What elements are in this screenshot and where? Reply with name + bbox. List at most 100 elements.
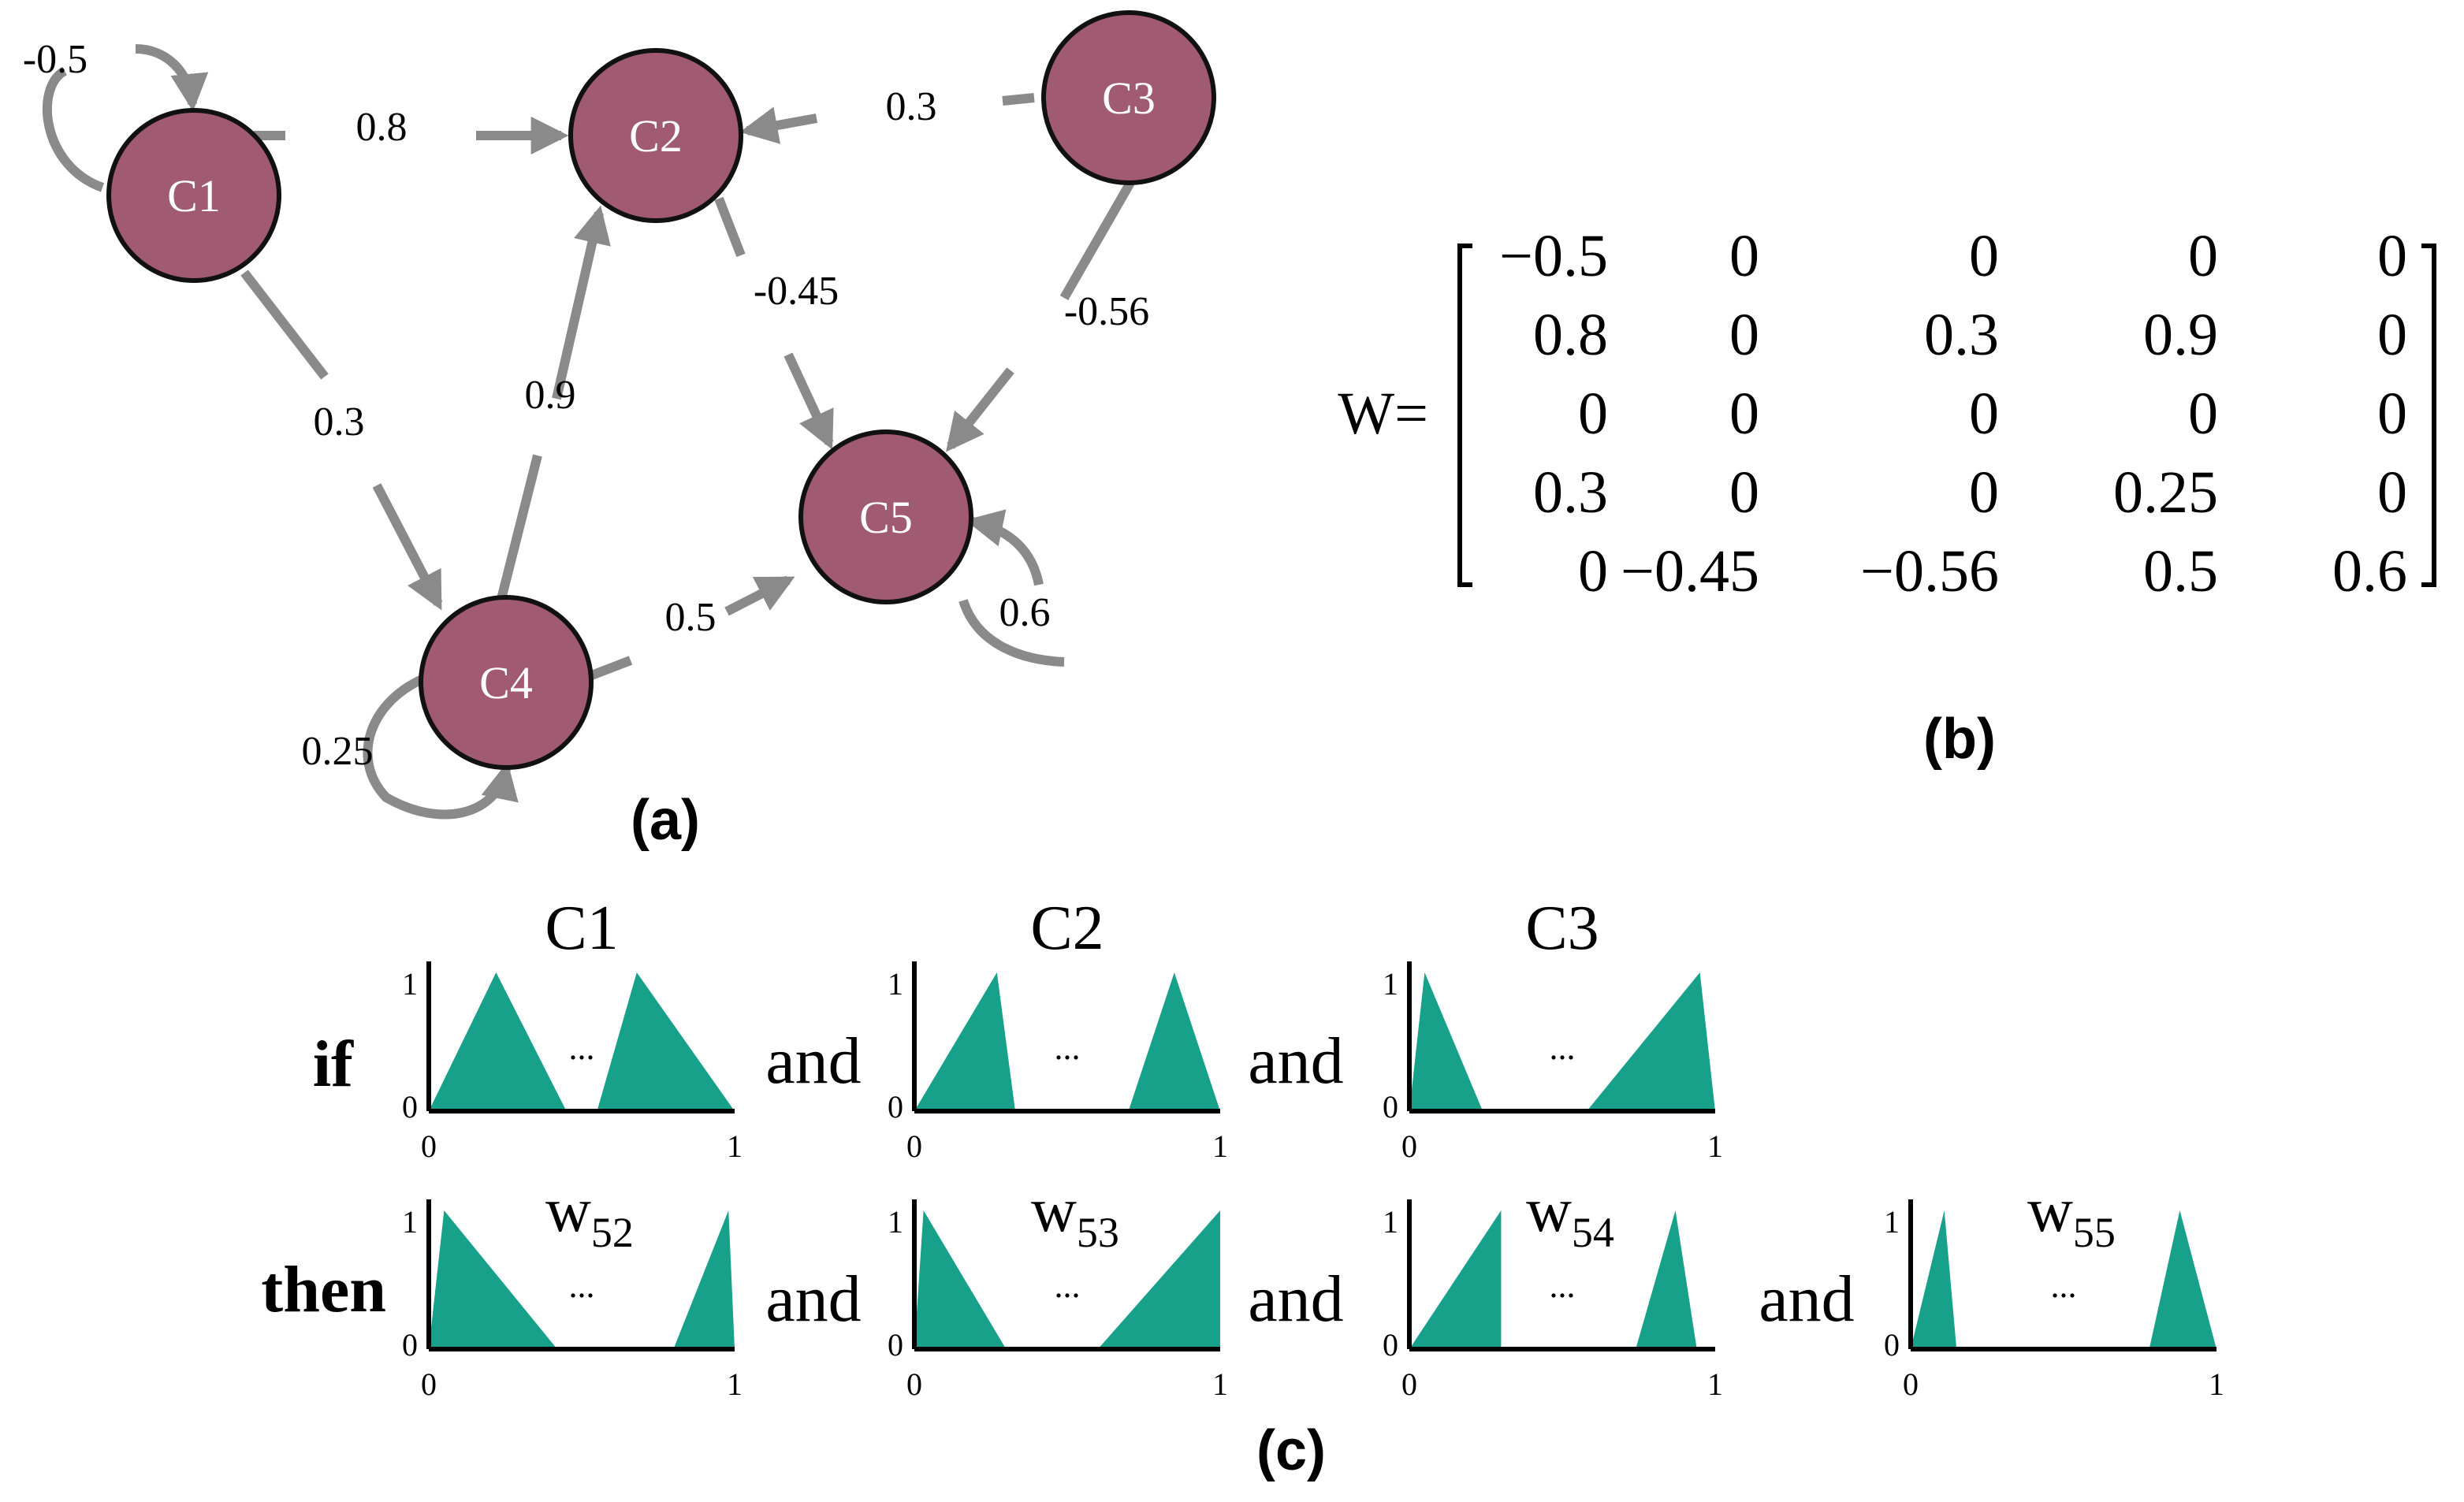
membership-triangle: [914, 972, 1016, 1111]
tick-label: 0: [402, 1327, 418, 1363]
tick-label: 1: [1884, 1204, 1900, 1240]
plot-title: w55: [2027, 1176, 2116, 1256]
node-c3: C3: [1041, 10, 1216, 185]
plot-title-main: w: [1526, 1176, 1572, 1245]
tick-label: 1: [727, 1366, 743, 1402]
matrix-label: W=: [1338, 381, 1428, 447]
matrix-cell: 0: [2377, 459, 2407, 526]
membership-triangle: [1409, 1210, 1502, 1349]
plot-title-main: w: [2027, 1176, 2073, 1245]
edge-weight-label: -0.45: [754, 269, 839, 314]
tick-label: 0: [1884, 1327, 1900, 1363]
matrix-right-bracket: [2421, 244, 2436, 587]
rules-caption: (c): [1256, 1419, 1326, 1482]
tick-label: 1: [402, 1204, 418, 1240]
tick-label: 0: [402, 1089, 418, 1125]
node-circle: [568, 48, 743, 223]
tick-label: 1: [1707, 1128, 1723, 1164]
membership-plot: 1 00 1... w55: [1884, 1176, 2224, 1402]
matrix-cell: 0.3: [1924, 302, 1999, 368]
ellipsis: ...: [2051, 1266, 2077, 1305]
tick-label: 1: [727, 1128, 743, 1164]
membership-triangle: [1409, 972, 1483, 1111]
ellipsis: ...: [1055, 1266, 1081, 1305]
tick-label: 0: [1383, 1089, 1398, 1125]
matrix-cell: 0.5: [2143, 538, 2218, 604]
node-circle: [419, 595, 594, 770]
node-c4: C4: [419, 595, 594, 770]
tick-label: 0: [906, 1366, 922, 1402]
matrix-cell: 0: [1578, 381, 1608, 447]
node-label: C3: [1102, 72, 1156, 124]
tick-label: 0: [1383, 1327, 1398, 1363]
node-c5: C5: [798, 429, 973, 604]
ellipsis: ...: [569, 1028, 595, 1067]
node-c1: C1: [106, 108, 281, 283]
matrix-cell: 0.6: [2332, 538, 2407, 604]
connector-and: and: [1248, 1024, 1343, 1098]
plot-title-subscript: 55: [2073, 1209, 2116, 1256]
plot-title: w52: [545, 1176, 634, 1256]
plot-title-subscript: 54: [1572, 1209, 1614, 1256]
plot-title-main: C1: [545, 894, 618, 963]
matrix-cell: 0: [2188, 381, 2218, 447]
edge-weight-label: 0.9: [525, 373, 576, 418]
matrix-caption: (b): [1923, 708, 1996, 771]
tick-label: 1: [888, 966, 903, 1002]
membership-triangle: [2149, 1210, 2216, 1349]
matrix-cell: 0: [2377, 302, 2407, 368]
edge-weight-label: 0.25: [302, 729, 374, 774]
matrix-cell: 0: [1729, 381, 1759, 447]
matrix-cell: 0.25: [2113, 459, 2218, 526]
matrix-cell: 0: [1729, 223, 1759, 289]
tick-label: 0: [1401, 1128, 1417, 1164]
matrix-cell: 0.9: [2143, 302, 2218, 368]
matrix-cell: −0.45: [1621, 538, 1759, 604]
matrix-cell: 0.8: [1533, 302, 1608, 368]
plot-title-main: C2: [1030, 894, 1104, 963]
node-label: C1: [167, 170, 221, 221]
matrix-cell: 0: [1729, 302, 1759, 368]
membership-triangle: [1128, 972, 1220, 1111]
membership-triangle: [1587, 972, 1715, 1111]
edge-weight-label: 0.3: [314, 400, 365, 444]
membership-triangle: [429, 972, 567, 1111]
edge-weight-label: 0.3: [886, 84, 937, 129]
tick-label: 0: [1903, 1366, 1919, 1402]
membership-triangle: [1097, 1210, 1220, 1349]
membership-triangle: [1636, 1210, 1697, 1349]
membership-triangle: [1911, 1210, 1957, 1349]
plot-title-main: w: [545, 1176, 591, 1245]
plot-title: w54: [1526, 1176, 1614, 1256]
tick-label: 1: [1212, 1366, 1228, 1402]
membership-triangle: [429, 1210, 557, 1349]
edge-c4-c5: [587, 580, 788, 681]
tick-label: 1: [1383, 966, 1398, 1002]
edge-weight-label: 0.5: [665, 595, 716, 640]
tick-label: 0: [888, 1327, 903, 1363]
rule-keyword: if: [313, 1028, 354, 1101]
plot-title: C2: [1030, 894, 1104, 963]
matrix-cell: −0.5: [1499, 223, 1608, 289]
node-c2: C2: [568, 48, 743, 223]
matrix-cell: 0.3: [1533, 459, 1608, 526]
tick-label: 1: [2209, 1366, 2224, 1402]
plot-title-subscript: 53: [1077, 1209, 1119, 1256]
membership-triangle: [673, 1210, 735, 1349]
edge-c5-c5: [963, 522, 1065, 667]
edge-c3-c2: [747, 93, 1035, 131]
plot-title: C3: [1525, 894, 1599, 963]
connector-and: and: [1248, 1262, 1343, 1336]
edge-weight-label: 0.8: [356, 105, 408, 150]
ellipsis: ...: [1550, 1266, 1576, 1305]
connector-and: and: [765, 1262, 861, 1336]
tick-label: 1: [1707, 1366, 1723, 1402]
ellipsis: ...: [1055, 1028, 1081, 1067]
